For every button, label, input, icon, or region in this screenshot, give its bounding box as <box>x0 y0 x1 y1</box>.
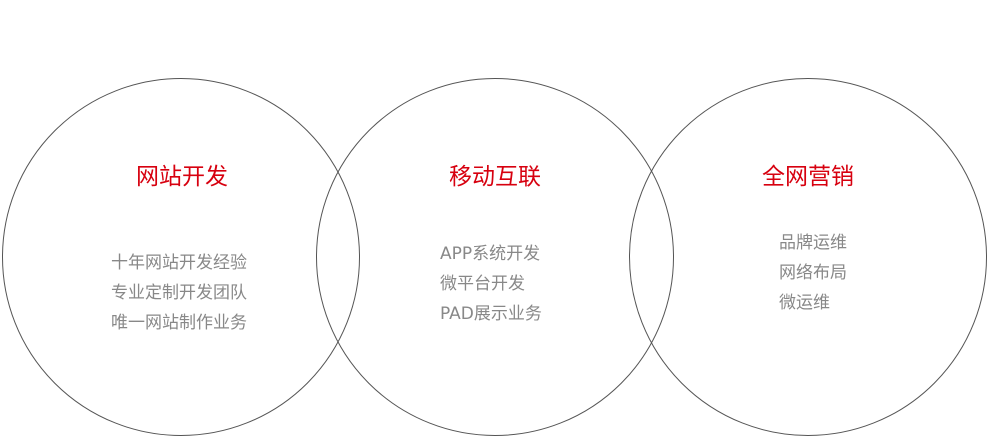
service-circle-marketing <box>629 78 987 436</box>
service-title-web[interactable]: 网站开发 <box>136 164 228 190</box>
service-list-web: 十年网站开发经验 专业定制开发团队 唯一网站制作业务 <box>111 248 247 338</box>
list-item: 十年网站开发经验 <box>111 253 247 273</box>
service-list-marketing: 品牌运维 网络布局 微运维 <box>779 228 847 318</box>
service-title-marketing[interactable]: 全网营销 <box>762 164 854 190</box>
service-list-mobile: APP系统开发 微平台开发 PAD展示业务 <box>440 239 542 329</box>
list-item: 专业定制开发团队 <box>111 283 247 303</box>
list-item: 品牌运维 <box>779 233 847 253</box>
list-item: 唯一网站制作业务 <box>111 313 247 333</box>
list-item: 微平台开发 <box>440 274 525 294</box>
list-item: APP系统开发 <box>440 244 541 264</box>
list-item: 微运维 <box>779 293 830 313</box>
service-title-mobile[interactable]: 移动互联 <box>449 164 541 190</box>
list-item: 网络布局 <box>779 263 847 283</box>
list-item: PAD展示业务 <box>440 304 542 324</box>
